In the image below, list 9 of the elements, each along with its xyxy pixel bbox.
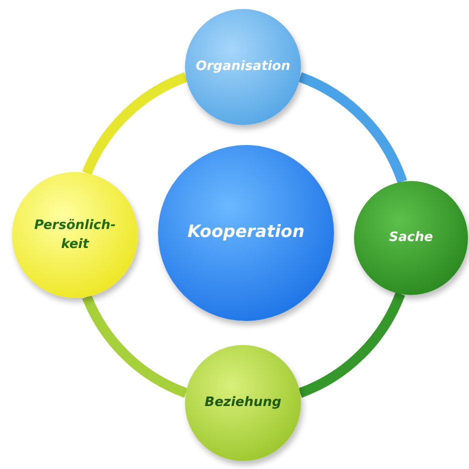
ring-arc bbox=[82, 72, 188, 176]
ring-arc bbox=[298, 292, 405, 398]
circle-label: Sache bbox=[389, 229, 433, 248]
circle-label: Kooperation bbox=[188, 221, 304, 244]
circle-label: Organisation bbox=[196, 58, 290, 76]
ring-arc bbox=[298, 72, 407, 184]
ring-arc bbox=[82, 294, 188, 398]
circle-label: Beziehung bbox=[204, 394, 282, 412]
circle-label: Persönlich-keit bbox=[33, 216, 117, 254]
